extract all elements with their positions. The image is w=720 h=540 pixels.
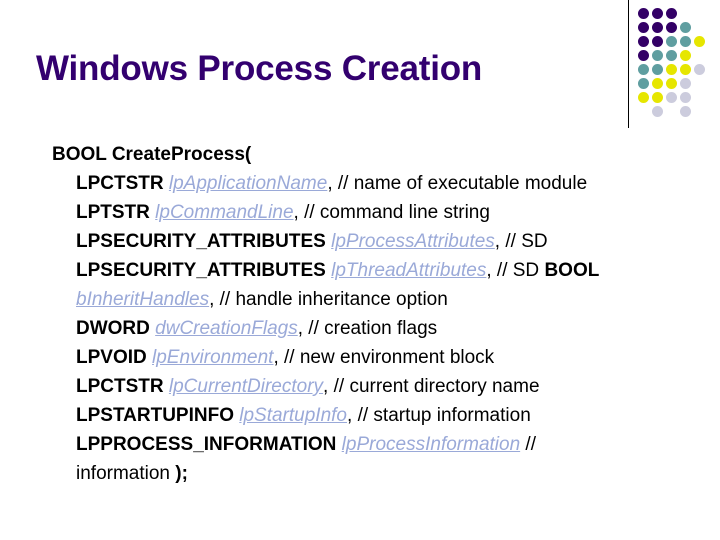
decor-dot-purple xyxy=(638,50,649,61)
decor-dot-empty xyxy=(638,106,649,117)
code-comment: , // creation flags xyxy=(297,318,438,339)
code-comment: , // command line string xyxy=(293,202,490,223)
code-parameter-name: lpCommandLine xyxy=(155,202,294,223)
dot-row xyxy=(638,78,708,92)
code-line: bInheritHandles, // handle inheritance o… xyxy=(36,285,696,314)
decor-dot-empty xyxy=(694,78,705,89)
decor-dot-empty xyxy=(694,8,705,19)
decor-dot-lavender xyxy=(680,78,691,89)
decor-dot-purple xyxy=(638,8,649,19)
decor-dot-lavender xyxy=(694,64,705,75)
decor-dot-empty xyxy=(694,50,705,61)
code-parameter-name: bInheritHandles xyxy=(76,289,210,310)
decor-dot-lavender xyxy=(652,106,663,117)
code-line: DWORD dwCreationFlags, // creation flags xyxy=(36,314,696,343)
code-keyword: LPSTARTUPINFO xyxy=(76,405,240,426)
dot-row xyxy=(638,50,708,64)
code-comment: , // current directory name xyxy=(323,376,540,397)
code-comment: , // new environment block xyxy=(273,347,495,368)
code-keyword: LPPROCESS_INFORMATION xyxy=(76,434,342,455)
code-keyword: LPCTSTR xyxy=(76,376,169,397)
code-line: BOOL CreateProcess( xyxy=(36,140,696,169)
decor-dot-yellow xyxy=(680,64,691,75)
decor-dot-lavender xyxy=(666,92,677,103)
code-comment: , // name of executable module xyxy=(327,173,588,194)
dot-row xyxy=(638,22,708,36)
vertical-divider-rule xyxy=(628,0,629,128)
decor-dot-empty xyxy=(694,92,705,103)
decor-dot-purple xyxy=(652,22,663,33)
code-line: LPCTSTR lpApplicationName, // name of ex… xyxy=(36,169,696,198)
dot-row xyxy=(638,36,708,50)
decor-dot-yellow xyxy=(652,78,663,89)
decor-dot-teal xyxy=(638,78,649,89)
decor-dot-teal xyxy=(652,64,663,75)
code-keyword: ); xyxy=(175,463,188,484)
decor-dot-purple xyxy=(666,22,677,33)
decor-dot-purple xyxy=(652,36,663,47)
decor-dot-purple xyxy=(652,8,663,19)
dot-row xyxy=(638,64,708,78)
dot-grid xyxy=(638,8,708,120)
decor-dot-teal xyxy=(638,64,649,75)
code-parameter-name: lpProcessAttributes xyxy=(331,231,495,252)
decor-dot-yellow xyxy=(666,78,677,89)
decor-dot-purple xyxy=(638,22,649,33)
dot-row xyxy=(638,106,708,120)
code-keyword: LPVOID xyxy=(76,347,153,368)
code-line: LPCTSTR lpCurrentDirectory, // current d… xyxy=(36,372,696,401)
code-parameter-name: lpEnvironment xyxy=(152,347,274,368)
code-parameter-name: lpProcessInformation xyxy=(341,434,521,455)
page-title: Windows Process Creation xyxy=(36,49,483,88)
decorative-dot-motif xyxy=(626,0,720,132)
code-keyword: LPSECURITY_ATTRIBUTES xyxy=(76,260,332,281)
decor-dot-yellow xyxy=(652,92,663,103)
decor-dot-empty xyxy=(666,106,677,117)
code-comment: , // SD xyxy=(494,231,548,252)
code-parameter-name: lpCurrentDirectory xyxy=(168,376,324,397)
decor-dot-purple xyxy=(666,8,677,19)
decor-dot-purple xyxy=(638,36,649,47)
decor-dot-teal xyxy=(666,50,677,61)
decor-dot-yellow xyxy=(694,36,705,47)
code-line: LPPROCESS_INFORMATION lpProcessInformati… xyxy=(36,430,696,459)
code-comment: , // startup information xyxy=(347,405,531,426)
code-keyword: DWORD xyxy=(76,318,156,339)
decor-dot-yellow xyxy=(638,92,649,103)
code-keyword: LPTSTR xyxy=(76,202,156,223)
decor-dot-empty xyxy=(680,8,691,19)
decor-dot-teal xyxy=(680,36,691,47)
code-comment: , // handle inheritance option xyxy=(209,289,448,310)
code-line: LPSECURITY_ATTRIBUTES lpProcessAttribute… xyxy=(36,227,696,256)
code-line: LPSECURITY_ATTRIBUTES lpThreadAttributes… xyxy=(36,256,696,285)
code-line: LPSTARTUPINFO lpStartupInfo, // startup … xyxy=(36,401,696,430)
dot-row xyxy=(638,8,708,22)
code-keyword: LPSECURITY_ATTRIBUTES xyxy=(76,231,332,252)
code-parameter-name: lpApplicationName xyxy=(168,173,328,194)
code-keyword: BOOL xyxy=(544,260,600,281)
decor-dot-teal xyxy=(680,22,691,33)
decor-dot-teal xyxy=(666,36,677,47)
code-line: information ); xyxy=(36,459,696,488)
code-comment: // xyxy=(520,434,536,455)
code-comment: , // SD xyxy=(486,260,545,281)
code-parameter-name: lpThreadAttributes xyxy=(331,260,487,281)
code-parameter-name: lpStartupInfo xyxy=(239,405,348,426)
code-line: LPVOID lpEnvironment, // new environment… xyxy=(36,343,696,372)
code-parameter-name: dwCreationFlags xyxy=(155,318,298,339)
decor-dot-empty xyxy=(694,106,705,117)
decor-dot-yellow xyxy=(666,64,677,75)
decor-dot-empty xyxy=(694,22,705,33)
code-line: LPTSTR lpCommandLine, // command line st… xyxy=(36,198,696,227)
code-signature-block: BOOL CreateProcess( LPCTSTR lpApplication… xyxy=(36,140,696,488)
decor-dot-yellow xyxy=(680,50,691,61)
decor-dot-lavender xyxy=(680,92,691,103)
code-keyword: BOOL CreateProcess( xyxy=(52,144,252,165)
decor-dot-lavender xyxy=(680,106,691,117)
decor-dot-teal xyxy=(652,50,663,61)
code-text: information xyxy=(76,463,176,484)
dot-row xyxy=(638,92,708,106)
code-keyword: LPCTSTR xyxy=(76,173,169,194)
